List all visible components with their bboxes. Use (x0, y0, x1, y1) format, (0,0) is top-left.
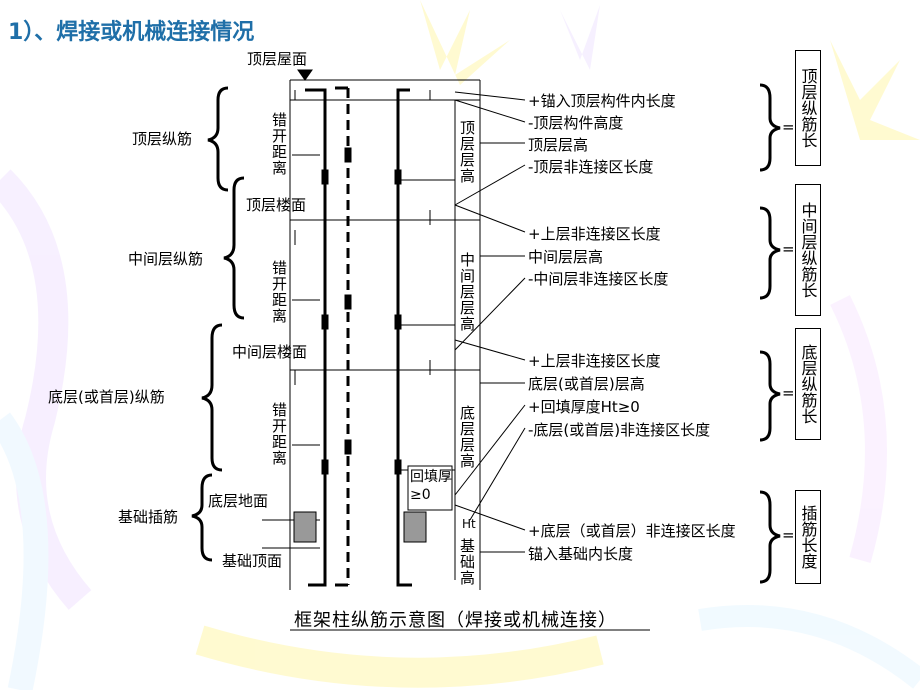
label-foundation-top: 基础顶面 (222, 552, 283, 570)
result-box-bottom: 底层纵筋长 (795, 328, 821, 440)
right-label-10: +回填厚度Ht≥0 (528, 398, 640, 416)
equals-middle: = (782, 240, 795, 258)
label-stagger-3: 错开距离 (270, 402, 288, 466)
label-foundation-height: 基础高 (458, 538, 476, 586)
right-label-12: +底层（或首层）非连接区长度 (528, 522, 736, 540)
equals-foundation: = (782, 526, 795, 544)
label-top-roof: 顶层屋面 (247, 50, 308, 68)
right-label-3: 顶层层高 (528, 136, 589, 154)
ht-label: Ht (462, 517, 476, 531)
right-label-4: -顶层非连接区长度 (528, 158, 654, 176)
right-label-1: +锚入顶层构件内长度 (528, 92, 676, 110)
label-ground-floor: 底层地面 (208, 492, 269, 510)
result-box-foundation: 插筋长度 (795, 490, 821, 584)
backfill-box: 回填厚≥0 (410, 469, 452, 503)
equals-top: = (782, 118, 795, 136)
label-top-floor: 顶层楼面 (246, 196, 307, 214)
right-label-8: +上层非连接区长度 (528, 352, 661, 370)
label-top-bars: 顶层纵筋 (132, 130, 193, 148)
right-label-2: -顶层构件高度 (528, 114, 624, 132)
label-middle-height: 中间层层高 (458, 252, 476, 332)
diagram-caption: 框架柱纵筋示意图（焊接或机械连接） (294, 610, 617, 631)
right-label-7: -中间层非连接区长度 (528, 270, 669, 288)
label-bottom-height: 底层层高 (458, 405, 476, 469)
right-label-13: 锚入基础内长度 (528, 545, 634, 563)
label-stagger-2: 错开距离 (270, 260, 288, 324)
label-stagger-1: 错开距离 (270, 112, 288, 176)
label-middle-floor: 中间层楼面 (232, 343, 308, 361)
label-middle-bars: 中间层纵筋 (128, 250, 204, 268)
right-label-11: -底层(或首层)非连接区长度 (528, 421, 711, 439)
result-box-middle: 中间层纵筋长 (795, 184, 821, 316)
label-top-height: 顶层层高 (458, 120, 476, 184)
page-title: 1）、焊接或机械连接情况 (8, 20, 255, 45)
right-label-9: 底层(或首层)层高 (528, 375, 645, 393)
right-label-6: 中间层层高 (528, 248, 604, 266)
label-bottom-bars: 底层(或首层)纵筋 (48, 388, 165, 406)
label-foundation-bars: 基础插筋 (118, 508, 179, 526)
result-box-top: 顶层纵筋长 (795, 50, 821, 166)
right-label-5: +上层非连接区长度 (528, 225, 661, 243)
equals-bottom: = (782, 384, 795, 402)
